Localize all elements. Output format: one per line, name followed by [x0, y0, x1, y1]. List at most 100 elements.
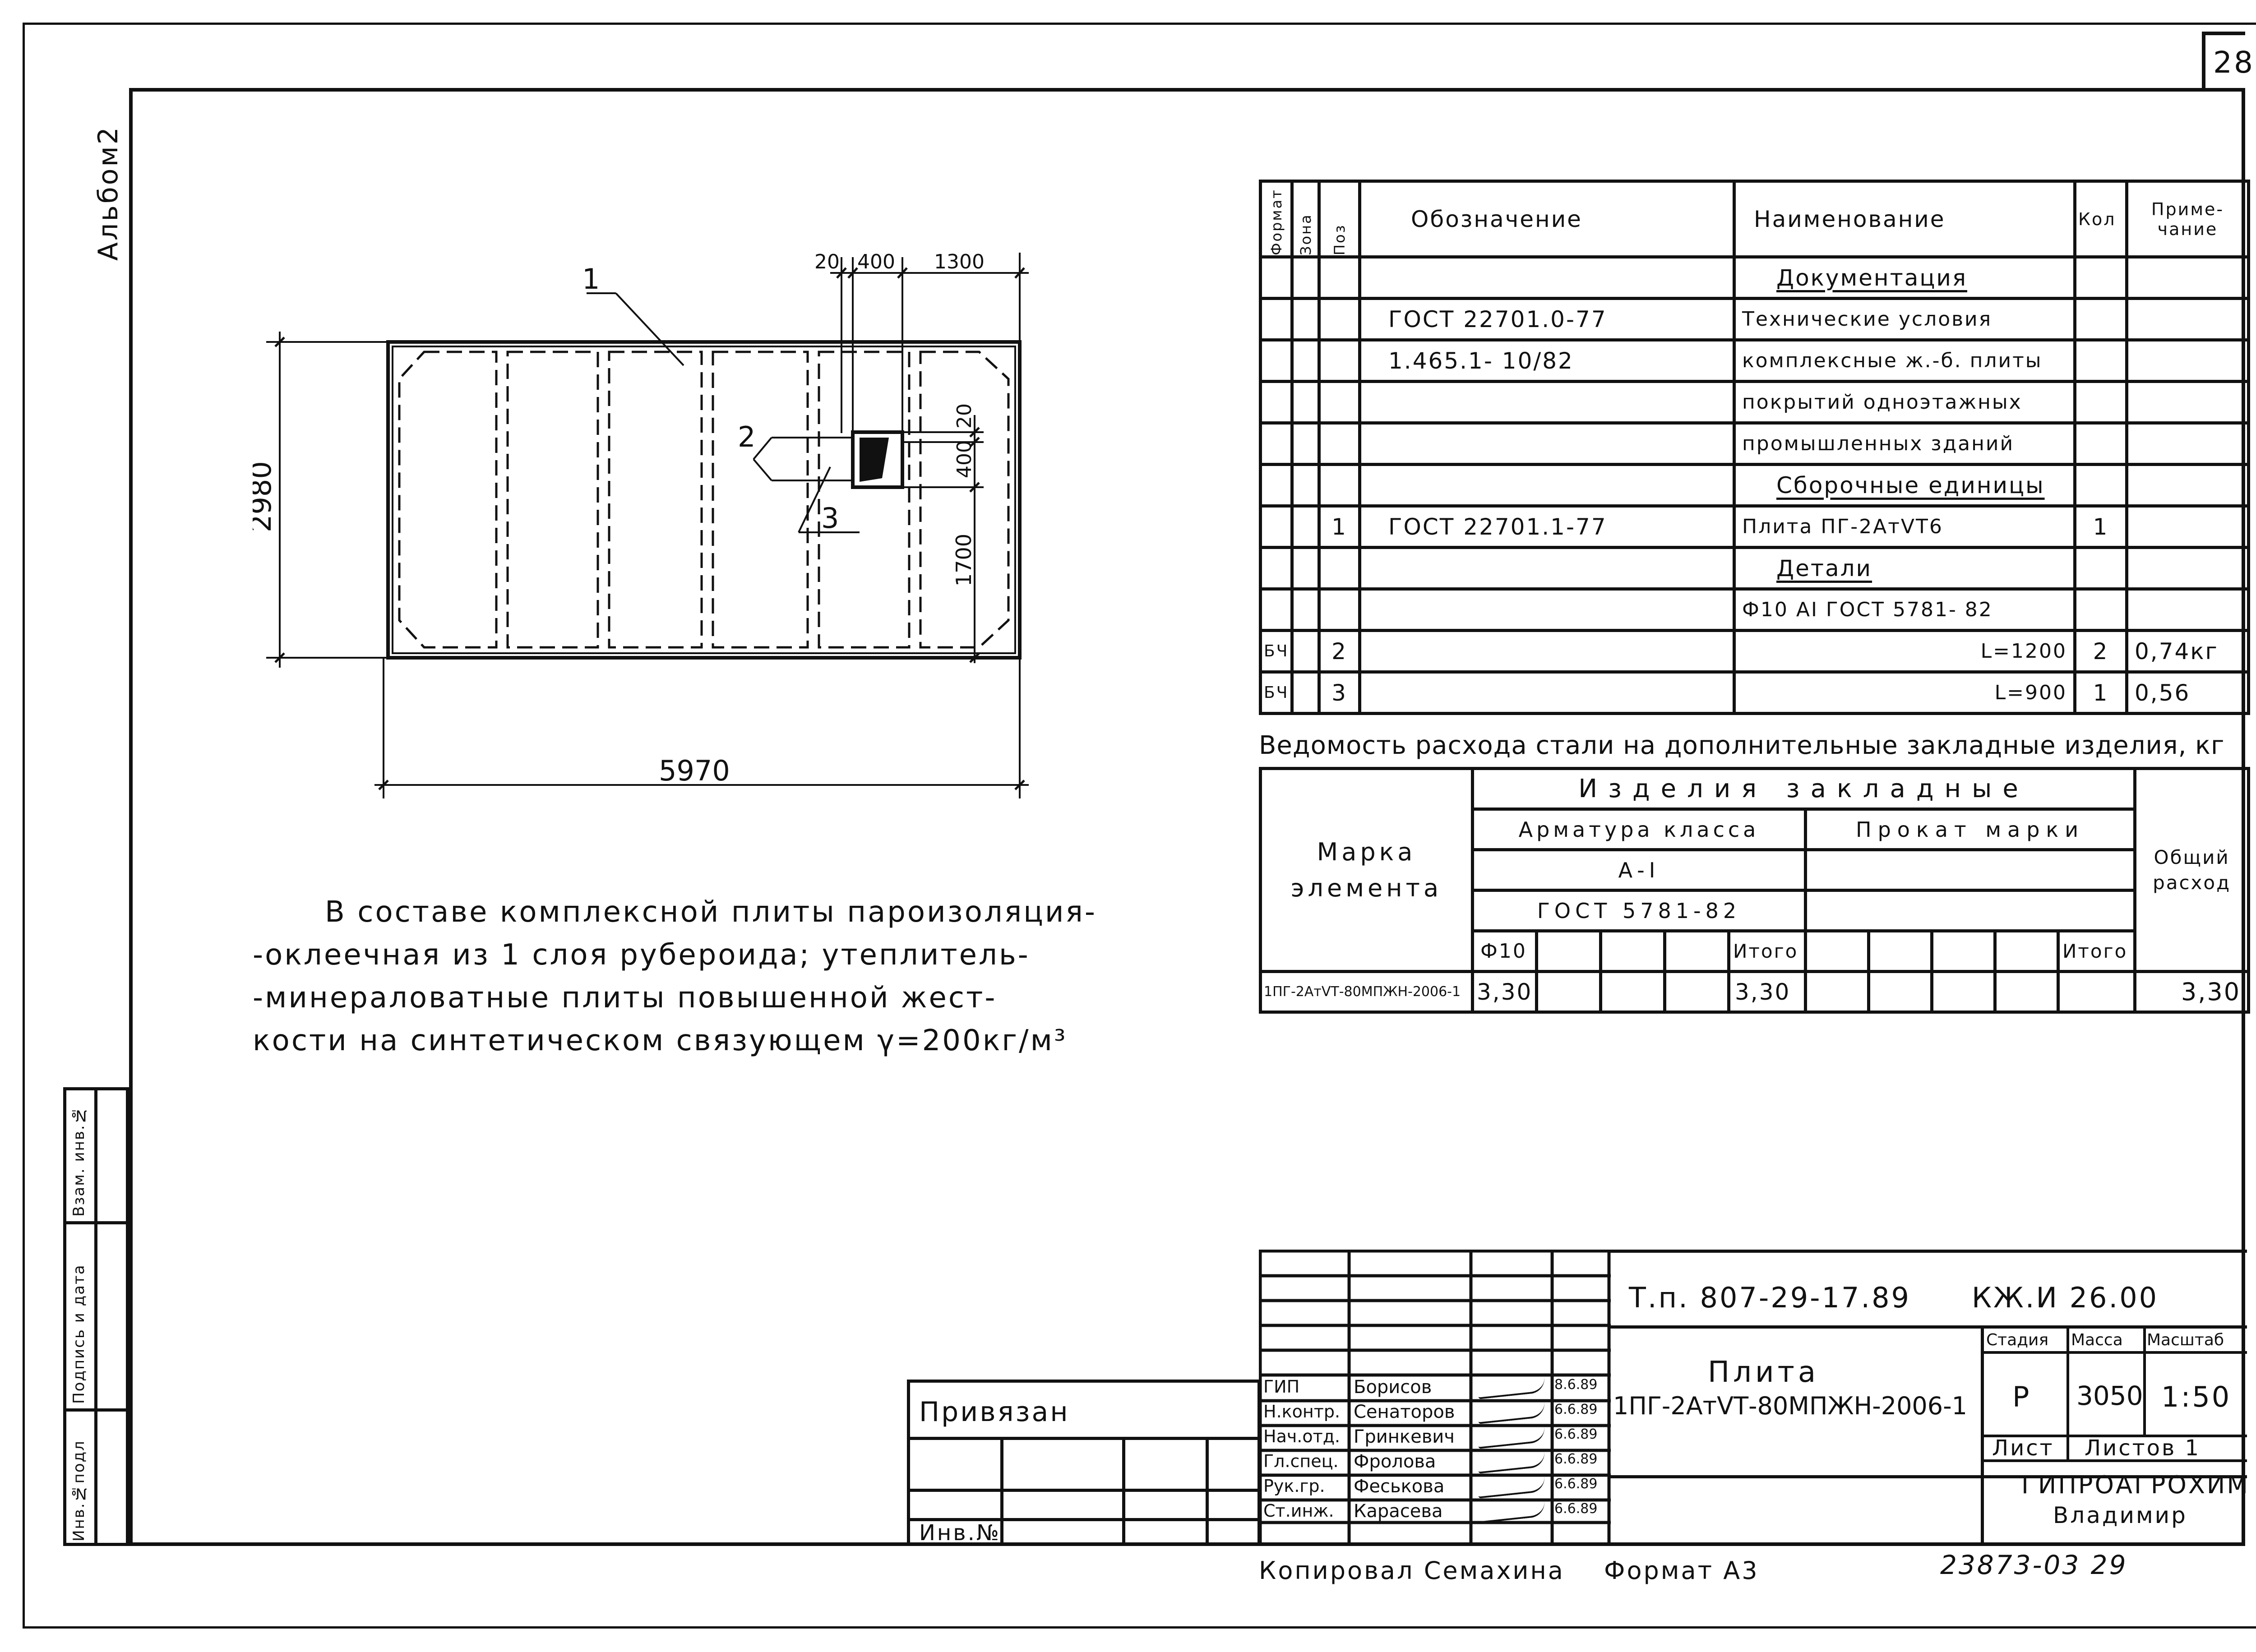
steel-group-header: Изделия закладные [1470, 767, 2137, 811]
spec-cell-zone [1290, 504, 1321, 549]
steel-rolled-header: Прокат марки [1803, 808, 2137, 851]
spec-cell-designation [1358, 255, 1736, 300]
spec-header-note: Приме-чание [2125, 180, 2250, 258]
staff-name: Фролова [1354, 1451, 1436, 1472]
archive-number: 23873-03 29 [1940, 1550, 2128, 1580]
album-label: Альбом2 [92, 125, 124, 261]
spec-cell-pos [1318, 297, 1361, 341]
spec-cell-pos [1318, 255, 1361, 300]
mass-value: 3050 [2076, 1380, 2143, 1411]
org-line-2: Владимир [2053, 1502, 2187, 1528]
spec-row: Сборочные единицы [1259, 463, 2250, 508]
staff-role: Рук.гр. [1263, 1476, 1325, 1496]
spec-cell-name: Технические условия [1733, 297, 2076, 341]
spec-cell-qty [2073, 463, 2128, 508]
specification-table: Формат Зона Поз Обозначение Наименование… [1259, 180, 2250, 715]
spec-header-designation: Обозначение [1358, 180, 1736, 258]
scale-label: Масштаб [2147, 1331, 2224, 1349]
sheet-format: Формат А3 [1604, 1556, 1759, 1585]
sheet-label: Лист [1992, 1435, 2054, 1461]
project-code: Т.п. 807-29-17.89 [1629, 1281, 1911, 1314]
note-line-3: -минераловатные плиты повышенной жест- [253, 981, 997, 1015]
composition-note: В составе комплексной плиты пароизоляция… [253, 891, 1097, 1062]
binding-label: Привязан [919, 1396, 1070, 1428]
staff-name: Борисов [1354, 1377, 1432, 1398]
spec-cell-format [1259, 546, 1294, 591]
spec-cell-format [1259, 297, 1294, 341]
mass-label: Масса [2071, 1331, 2123, 1349]
staff-date: 6.6.89 [1554, 1426, 1598, 1442]
staff-date: 6.6.89 [1554, 1476, 1598, 1492]
spec-header-pos: Поз [1319, 181, 1360, 257]
spec-cell-pos [1318, 463, 1361, 508]
spec-cell-qty [2073, 380, 2128, 425]
spec-cell-name: Плита ПГ-2АтVТ6 [1733, 504, 2076, 549]
spec-cell-qty [2073, 255, 2128, 300]
dim-top-1300: 1300 [934, 250, 985, 273]
staff-name: Гринкевич [1354, 1426, 1455, 1447]
spec-row: Детали [1259, 546, 2250, 591]
spec-cell-designation [1358, 546, 1736, 591]
dim-right-20: 20 [953, 403, 976, 429]
spec-cell-qty [2073, 421, 2128, 466]
spec-cell-zone [1290, 546, 1321, 591]
spec-cell-note [2125, 421, 2250, 466]
spec-cell-name: комплексные ж.-б. плиты [1733, 338, 2076, 383]
spec-row: промышленных зданий [1259, 421, 2250, 466]
spec-cell-pos: 1 [1318, 504, 1361, 549]
spec-cell-name: L=900 [1733, 670, 2076, 715]
spec-cell-name: L=1200 [1733, 629, 2076, 674]
pos2-label: 2 [738, 420, 755, 453]
note-line-2: -оклеечная из 1 слоя рубероида; утеплите… [253, 938, 1030, 972]
binding-block: Привязан Инв.№ [907, 1380, 1261, 1546]
sheets-label: Листов 1 [2085, 1435, 2201, 1461]
spec-cell-format [1259, 380, 1294, 425]
pos3-label: 3 [821, 502, 839, 535]
spec-header-zone: Зона [1292, 181, 1319, 257]
stamp-inv-orig: Инв.№подл [70, 1440, 88, 1541]
spec-row: Документация [1259, 255, 2250, 300]
spec-cell-name: Сборочные единицы [1733, 463, 2076, 508]
spec-cell-qty [2073, 338, 2128, 383]
steel-row-itogo: 3,30 [1727, 970, 1807, 1014]
spec-cell-format [1259, 255, 1294, 300]
spec-cell-designation: 1.465.1- 10/82 [1358, 338, 1736, 383]
spec-cell-zone [1290, 587, 1321, 632]
page-number-box [2202, 32, 2245, 92]
spec-cell-note [2125, 338, 2250, 383]
steel-rebar-class: А-I [1471, 848, 1807, 892]
staff-name: Сенаторов [1354, 1402, 1455, 1422]
scale-value: 1:50 [2161, 1380, 2232, 1413]
page-number: 28 [2213, 45, 2255, 80]
spec-cell-designation [1358, 421, 1736, 466]
spec-cell-designation: ГОСТ 22701.0-77 [1358, 297, 1736, 341]
spec-cell-designation [1358, 380, 1736, 425]
spec-cell-designation [1358, 629, 1736, 674]
spec-cell-pos [1318, 338, 1361, 383]
spec-row: Ф10 АI ГОСТ 5781- 82 [1259, 587, 2250, 632]
note-line-1: В составе комплексной плиты пароизоляция… [325, 895, 1097, 929]
staff-role: Гл.спец. [1263, 1451, 1339, 1471]
spec-cell-qty [2073, 297, 2128, 341]
steel-rebar-header: Арматура класса [1471, 808, 1807, 851]
spec-cell-zone [1290, 338, 1321, 383]
spec-cell-format [1259, 338, 1294, 383]
spec-cell-note [2125, 297, 2250, 341]
spec-cell-pos [1318, 421, 1361, 466]
spec-cell-pos [1318, 587, 1361, 632]
steel-row-mark: 1ПГ-2АтVТ-80МПЖН-2006-1 [1259, 970, 1474, 1014]
spec-cell-zone [1290, 421, 1321, 466]
spec-cell-qty: 2 [2073, 629, 2128, 674]
dim-top-20: 20 [814, 250, 840, 273]
spec-cell-zone [1290, 463, 1321, 508]
spec-cell-zone [1290, 255, 1321, 300]
spec-cell-name: покрытий одноэтажных [1733, 380, 2076, 425]
spec-cell-pos [1318, 546, 1361, 591]
spec-cell-pos: 2 [1318, 629, 1361, 674]
spec-cell-zone [1290, 380, 1321, 425]
